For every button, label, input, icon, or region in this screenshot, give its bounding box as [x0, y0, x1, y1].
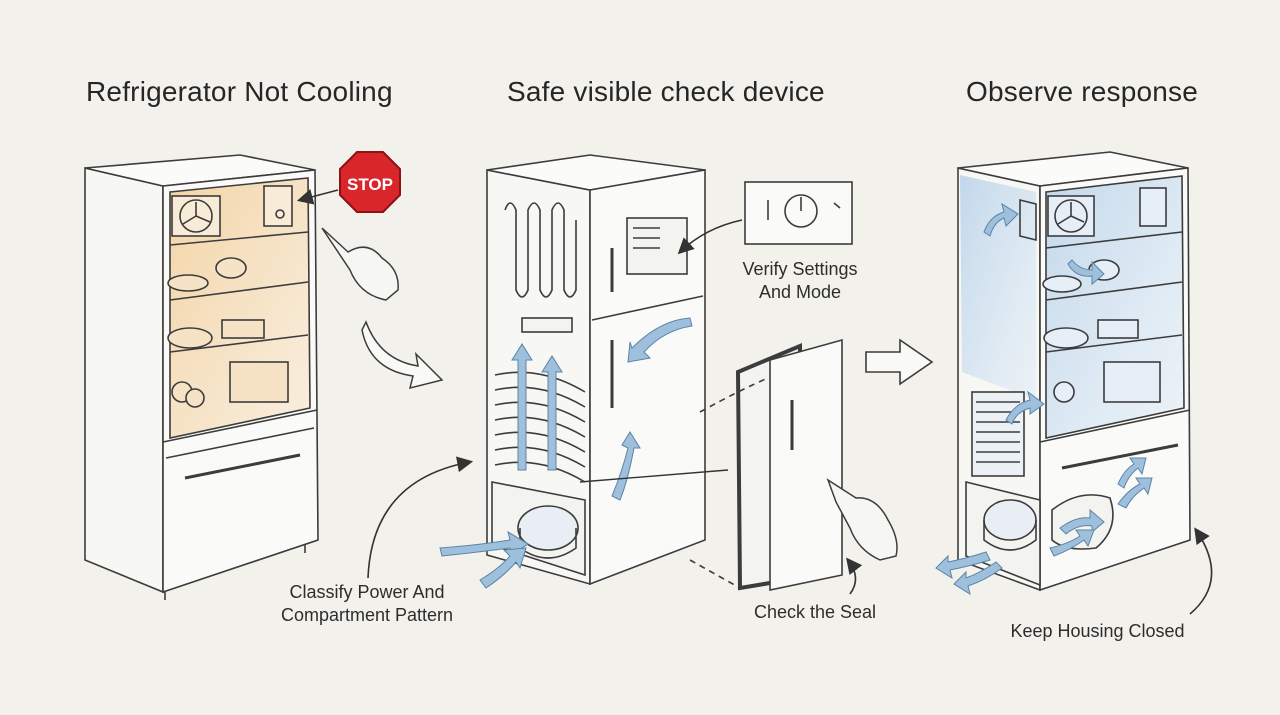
stop-sign-icon: STOP [339, 151, 401, 213]
label-verify-settings-line2: And Mode [758, 282, 842, 302]
label-verify-settings-line1: Verify Settings [742, 259, 858, 279]
label-classify-power: Classify Power And Compartment Pattern [262, 581, 472, 627]
fan-icon [1047, 195, 1095, 237]
label-classify-power-line2: Compartment Pattern [280, 605, 454, 625]
airflow-arrows [439, 317, 693, 589]
label-keep-housing-closed: Keep Housing Closed [1010, 621, 1185, 641]
cool-airflow-arrows [935, 202, 1153, 596]
fridge-not-cooling [84, 154, 319, 600]
arrow-icon [361, 320, 444, 390]
label-verify-settings: Verify Settings And Mode [730, 258, 870, 304]
panel-title-not-cooling: Refrigerator Not Cooling [86, 76, 393, 107]
hand-icon [826, 478, 898, 561]
hand-icon [321, 227, 399, 301]
fan-icon [171, 195, 221, 237]
door-seal [689, 338, 843, 591]
label-classify-power-line1: Classify Power And [289, 582, 445, 602]
arrow-icon [865, 338, 934, 386]
thermostat-dial-icon [744, 181, 853, 245]
compressor-icon [517, 505, 579, 559]
coil-icon [504, 202, 577, 298]
panel-title-safe-check: Safe visible check device [507, 76, 825, 107]
stop-sign-text: STOP [347, 175, 393, 194]
label-check-seal: Check the Seal [753, 602, 877, 622]
panel-title-observe: Observe response [966, 76, 1198, 107]
compressor-icon [983, 499, 1037, 551]
